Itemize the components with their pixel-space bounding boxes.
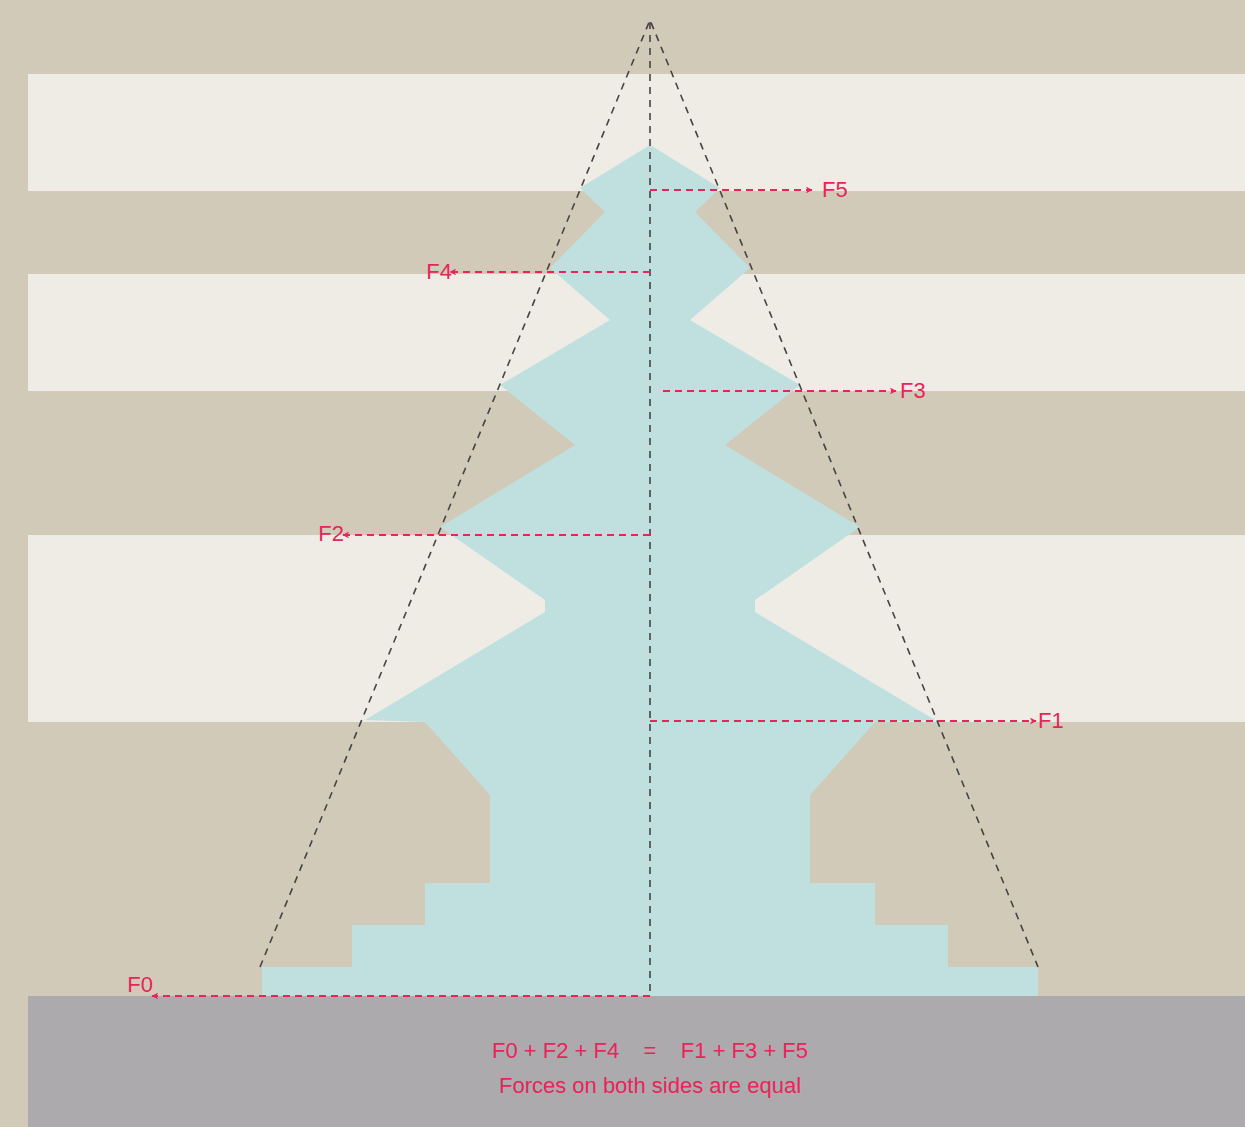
dashed-guides bbox=[260, 20, 1038, 996]
force-label: F4 bbox=[426, 259, 452, 285]
force-label: F2 bbox=[318, 521, 344, 547]
force-arrow bbox=[650, 720, 1036, 722]
force-arrow bbox=[650, 189, 812, 191]
force-label: F3 bbox=[900, 378, 926, 404]
center-axis bbox=[649, 22, 651, 996]
note-text: Forces on both sides are equal bbox=[499, 1073, 801, 1099]
force-arrows bbox=[152, 190, 1036, 996]
force-label: F1 bbox=[1038, 708, 1064, 734]
force-arrow bbox=[343, 534, 650, 536]
ground-band bbox=[28, 996, 1245, 1127]
dashed-triangle bbox=[260, 20, 1038, 967]
equation-text: F0 + F2 + F4 = F1 + F3 + F5 bbox=[492, 1038, 808, 1064]
force-arrow bbox=[663, 390, 896, 392]
force-arrow bbox=[152, 995, 650, 997]
force-label: F5 bbox=[822, 177, 848, 203]
force-arrow bbox=[450, 271, 650, 273]
force-label: F0 bbox=[127, 972, 153, 998]
